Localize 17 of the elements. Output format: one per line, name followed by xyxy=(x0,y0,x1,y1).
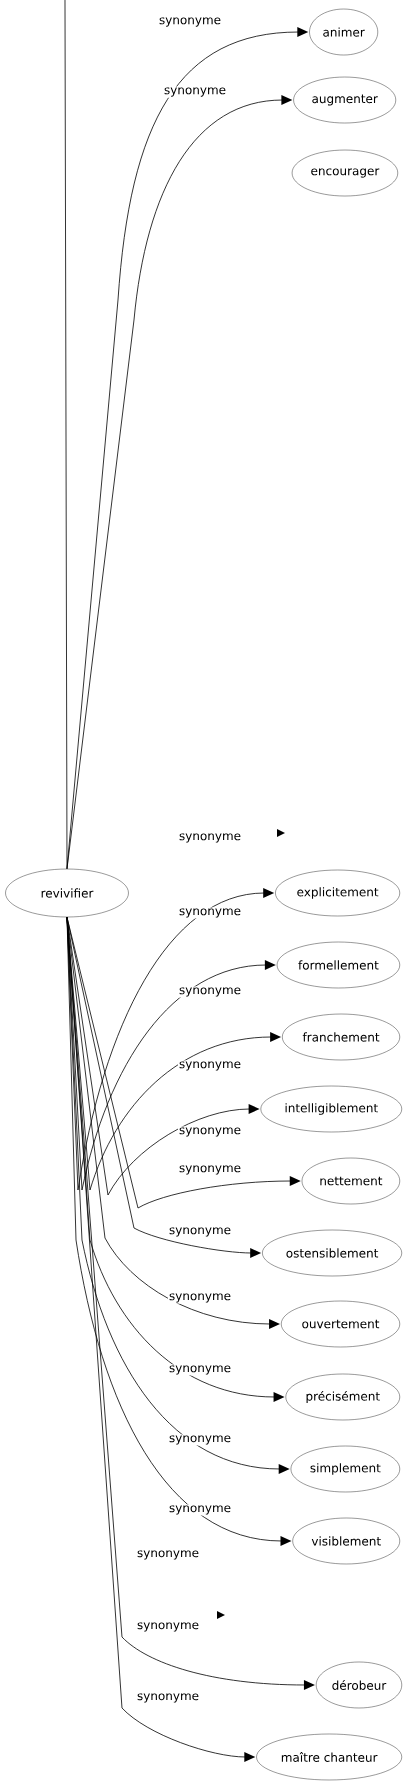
edge-label: synonyme xyxy=(177,1060,243,1072)
edge-label: synonyme xyxy=(177,986,243,998)
edge-label: synonyme xyxy=(177,1126,243,1138)
edge-label: synonyme xyxy=(162,86,228,98)
edge-label: synonyme xyxy=(177,1164,243,1176)
edge-label: synonyme xyxy=(135,1692,201,1704)
edge-label: synonyme xyxy=(167,1434,233,1446)
text-label: synonyme xyxy=(179,833,241,843)
arrow xyxy=(66,916,256,1762)
edge-label: synonyme xyxy=(157,16,223,28)
edge-label: synonyme xyxy=(177,907,243,919)
edge-label: synonyme xyxy=(167,1504,233,1516)
edge-label: synonyme xyxy=(167,1364,233,1376)
edge-label: synonyme xyxy=(135,1621,201,1633)
edge-label: synonyme xyxy=(167,1292,233,1304)
edge-label: synonyme xyxy=(167,1226,233,1238)
text-label: synonyme xyxy=(137,1550,199,1560)
